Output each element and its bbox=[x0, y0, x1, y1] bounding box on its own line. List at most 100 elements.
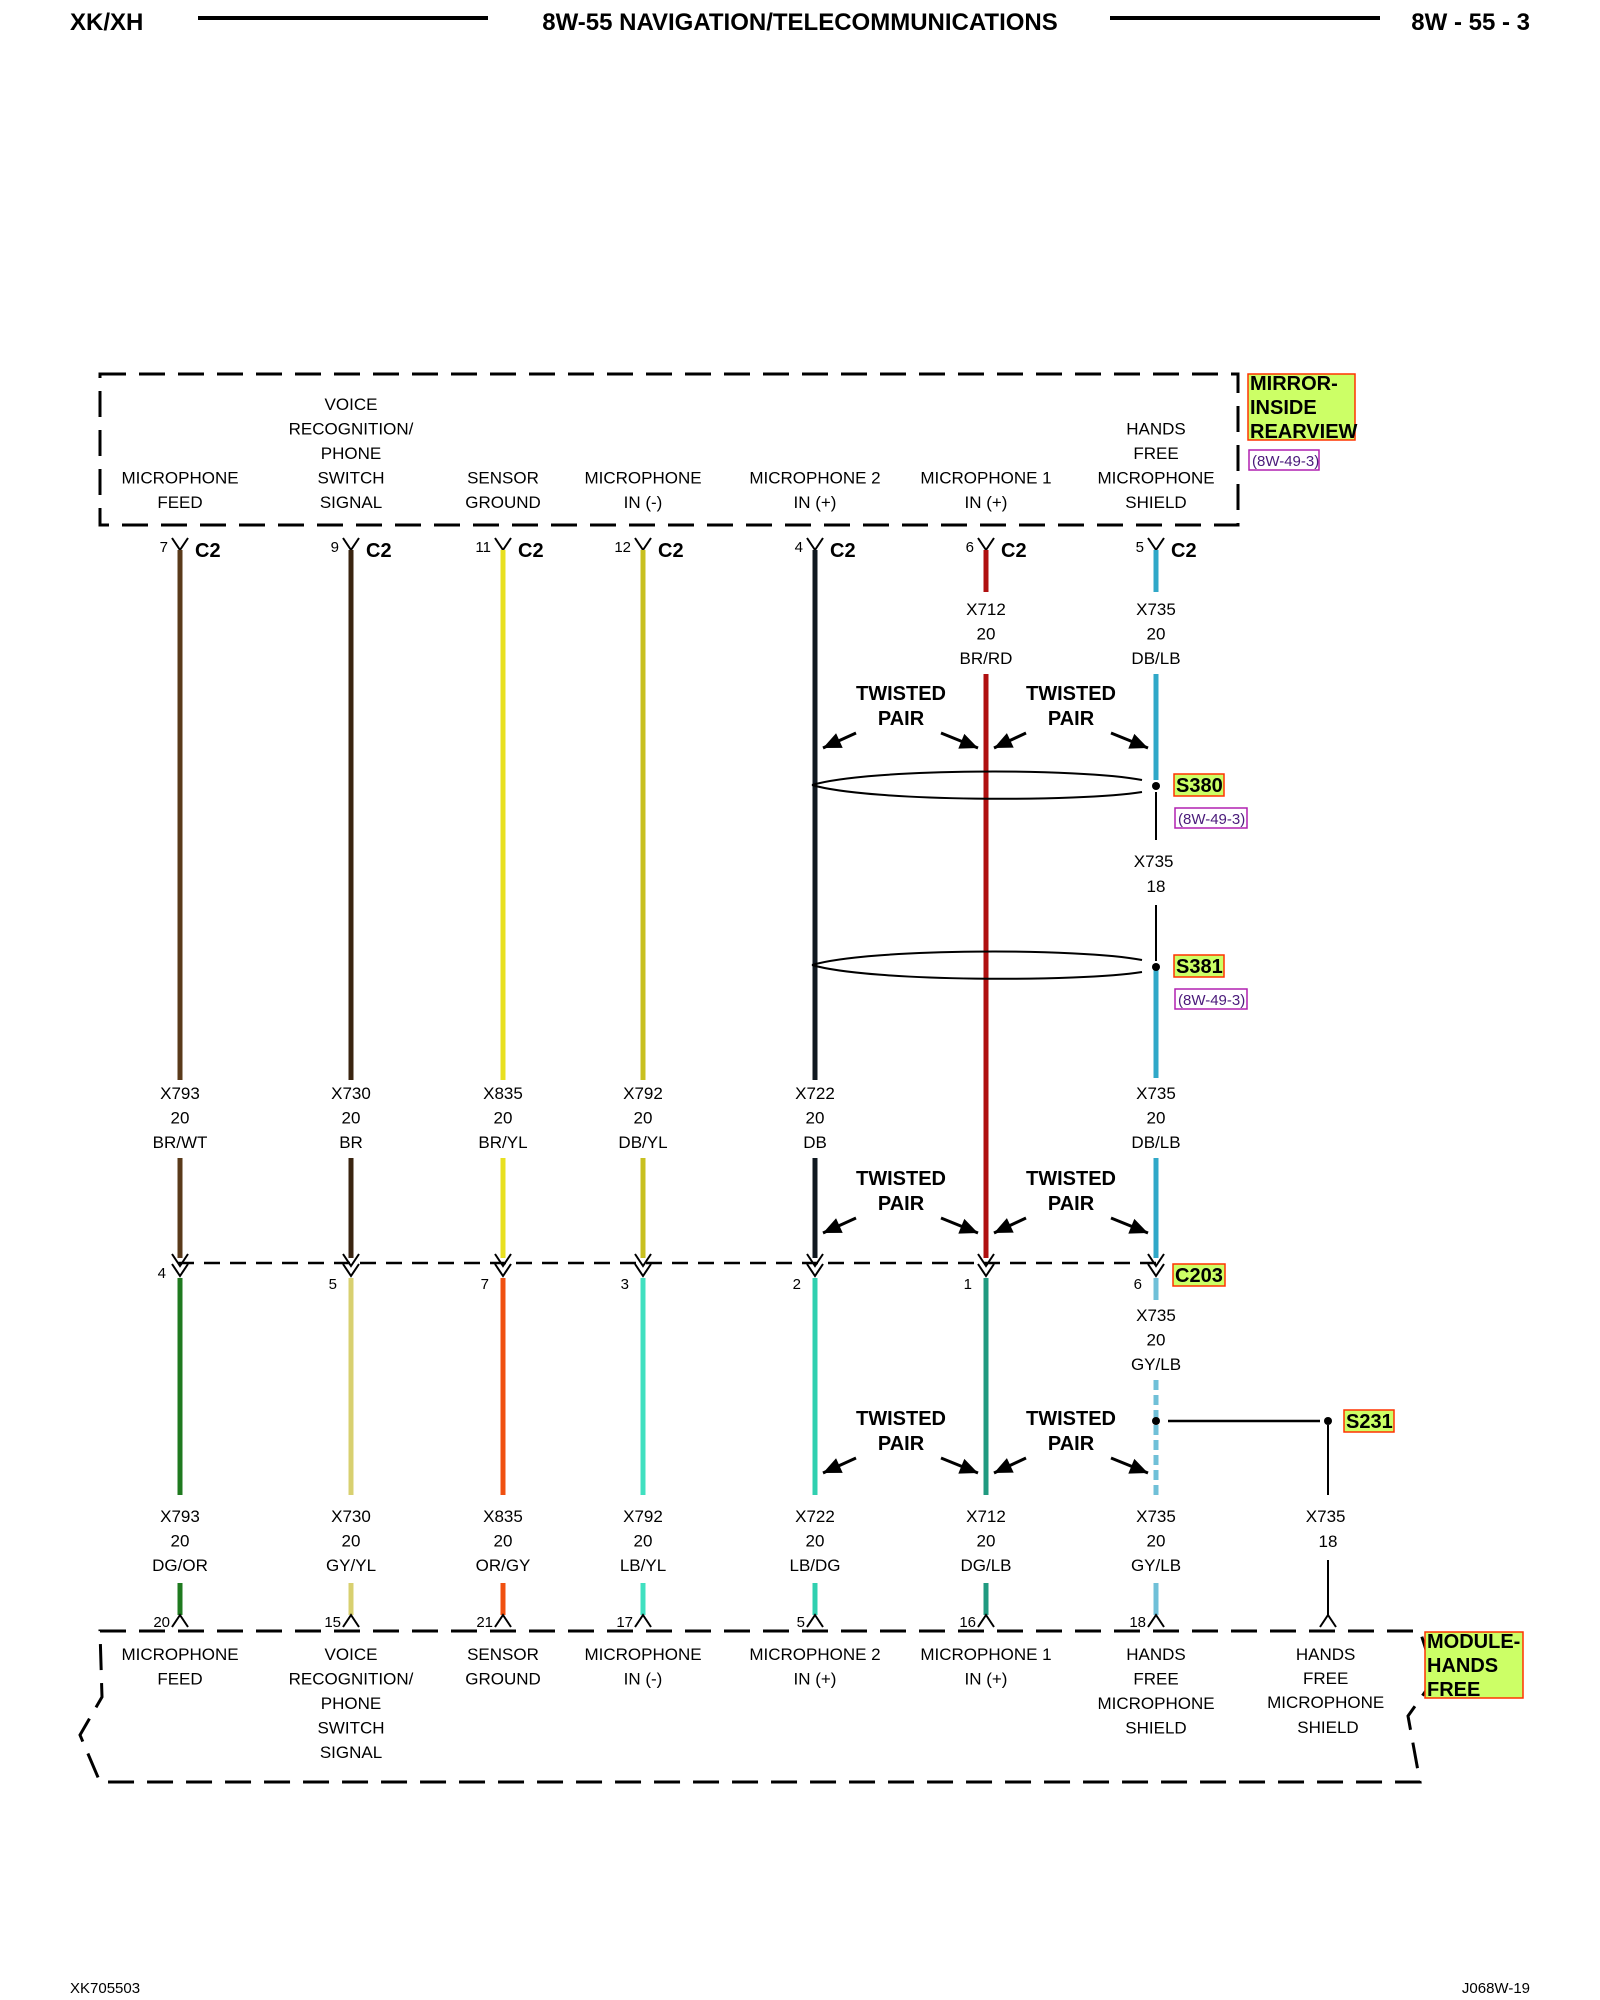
c203-terminal bbox=[634, 1253, 652, 1268]
twisted-pair-arrow bbox=[1110, 731, 1149, 750]
c203-terminal-lower bbox=[342, 1263, 360, 1278]
c203-terminal bbox=[494, 1253, 512, 1268]
c203-pin-number: 1 bbox=[964, 1276, 972, 1293]
c203-terminal bbox=[342, 1253, 360, 1268]
c203-terminal bbox=[806, 1253, 824, 1268]
module-terminal bbox=[634, 1613, 652, 1628]
footer-left: XK705503 bbox=[70, 1980, 140, 1997]
c203-pin-number: 7 bbox=[481, 1276, 489, 1293]
splice-s381-dot bbox=[1152, 963, 1160, 971]
twisted-pair-arrow bbox=[822, 731, 857, 750]
c203-pin-number: 3 bbox=[621, 1276, 629, 1293]
c203-terminal-lower bbox=[977, 1263, 995, 1278]
module-name-highlight bbox=[1424, 1631, 1524, 1699]
module-terminal bbox=[977, 1613, 995, 1628]
c2-terminal bbox=[342, 537, 360, 552]
module-terminal bbox=[171, 1613, 189, 1628]
splice-s231-highlight bbox=[1343, 1409, 1395, 1433]
c203-pin-number: 4 bbox=[158, 1265, 166, 1282]
splice-s381-ref: (8W-49-3) bbox=[1178, 992, 1245, 1009]
c2-connector-label: C2 bbox=[830, 540, 856, 562]
c2-connector-label: C2 bbox=[366, 540, 392, 562]
module-pin-number: 5 bbox=[797, 1614, 805, 1631]
c2-pin-number: 9 bbox=[331, 539, 339, 556]
splice-s380-ref: (8W-49-3) bbox=[1178, 811, 1245, 828]
twisted-pair-arrow bbox=[940, 1216, 979, 1235]
c2-pin-number: 11 bbox=[475, 539, 491, 556]
c203-terminal-lower bbox=[171, 1263, 189, 1278]
c2-pin-number: 7 bbox=[160, 539, 168, 556]
c203-pin-number: 5 bbox=[329, 1276, 337, 1293]
header-title: 8W-55 NAVIGATION/TELECOMMUNICATIONS bbox=[542, 9, 1058, 36]
twisted-pair-arrow bbox=[940, 1456, 979, 1475]
splice-s381-label: S381 bbox=[1176, 956, 1223, 978]
twisted-pair-arrow bbox=[940, 731, 979, 750]
c2-terminal bbox=[806, 537, 824, 552]
module-terminal bbox=[342, 1613, 360, 1628]
twisted-pair-arrow bbox=[1110, 1216, 1149, 1235]
x735-18-label: X735 18 bbox=[1134, 852, 1178, 896]
c2-terminal bbox=[494, 537, 512, 552]
twisted-shield-s380-upper bbox=[811, 770, 1143, 786]
twisted-pair-arrow bbox=[993, 1456, 1027, 1475]
splice-s231-left-dot bbox=[1152, 1417, 1160, 1425]
c203-terminal bbox=[977, 1253, 995, 1268]
c2-connector-label: C2 bbox=[658, 540, 684, 562]
mirror-ref-box bbox=[1248, 449, 1320, 471]
splice-s381-highlight bbox=[1173, 954, 1225, 978]
c2-pin-number: 5 bbox=[1136, 539, 1144, 556]
c203-highlight bbox=[1172, 1263, 1226, 1287]
c203-label: C203 bbox=[1175, 1265, 1223, 1287]
splice-s380-ref-box bbox=[1174, 807, 1248, 829]
mirror-ref: (8W-49-3) bbox=[1252, 453, 1319, 470]
header-page-number: 8W - 55 - 3 bbox=[1411, 9, 1530, 36]
c203-terminal-lower bbox=[806, 1263, 824, 1278]
twisted-pair-arrow bbox=[993, 731, 1027, 750]
c203-terminal bbox=[1147, 1253, 1165, 1268]
c2-connector-label: C2 bbox=[1001, 540, 1027, 562]
twisted-shield-s381-upper bbox=[811, 950, 1143, 966]
c203-pin-number: 6 bbox=[1134, 1276, 1142, 1293]
header-left: XK/XH bbox=[70, 9, 143, 36]
module-pin-number: 15 bbox=[324, 1614, 341, 1631]
splice-s380-highlight bbox=[1173, 773, 1225, 797]
c2-connector-label: C2 bbox=[1171, 540, 1197, 562]
splice-s380-label: S380 bbox=[1176, 775, 1223, 797]
c2-terminal bbox=[171, 537, 189, 552]
splice-s231-dot bbox=[1324, 1417, 1332, 1425]
module-pin-number: 20 bbox=[153, 1614, 170, 1631]
s231-module-label: HANDS FREE MICROPHONE SHIELD bbox=[1267, 1645, 1389, 1737]
mirror-box bbox=[98, 372, 1240, 527]
twisted-pair-arrow bbox=[993, 1216, 1027, 1235]
module-pin-number: 21 bbox=[476, 1614, 493, 1631]
twisted-pair-arrow bbox=[1110, 1456, 1149, 1475]
c203-terminal-lower bbox=[1147, 1263, 1165, 1278]
